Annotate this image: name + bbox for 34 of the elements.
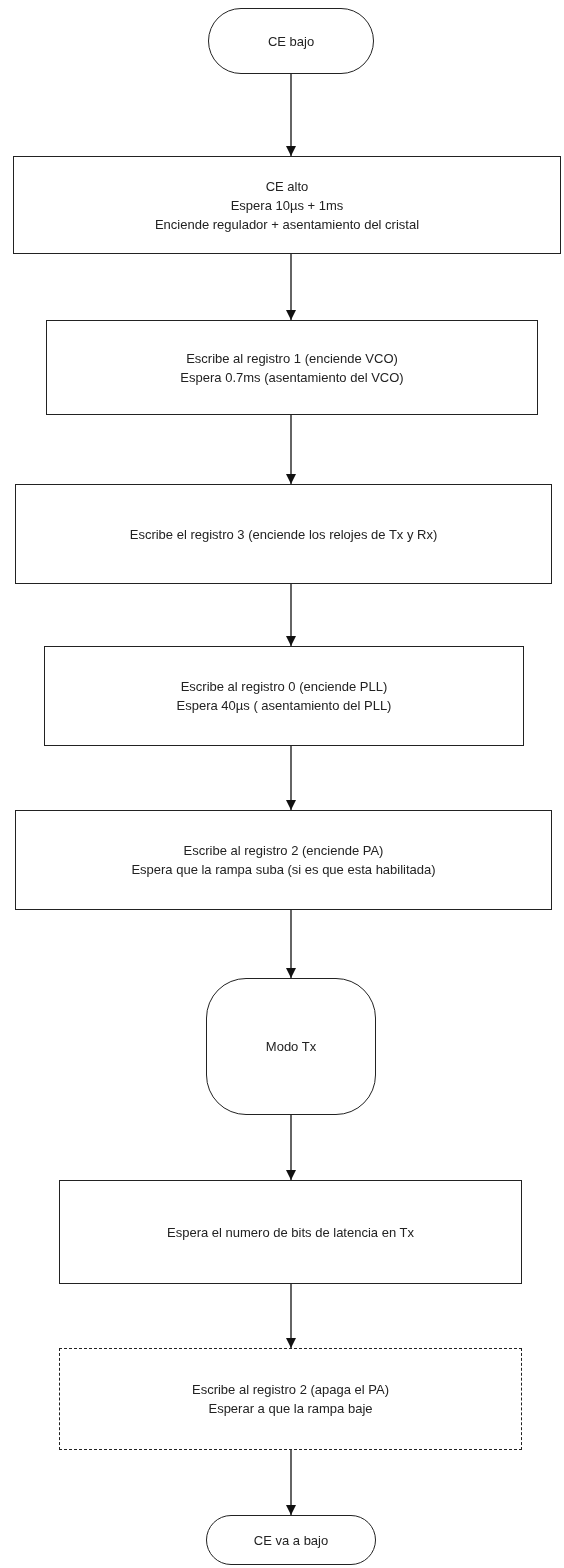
step-text: CE alto	[265, 177, 309, 196]
process-box	[44, 646, 524, 746]
step-text: Espera 0.7ms (asentamiento del VCO)	[180, 368, 404, 387]
arrow	[286, 1449, 296, 1516]
arrow	[286, 253, 296, 321]
process-box	[15, 484, 552, 584]
step-text: Escribe al registro 2 (enciende PA)	[183, 842, 384, 860]
step-text: CE va a bajo	[253, 1531, 329, 1550]
step-text: Escribe al registro 2 (apaga el PA)	[192, 1381, 389, 1399]
arrow	[286, 414, 296, 485]
step-text: Escribe al registro 1 (enciende VCO)	[186, 349, 398, 368]
arrow	[286, 909, 296, 979]
step-text: Escribe al registro 0 (enciende PLL)	[180, 678, 388, 696]
step-text: Enciende regulador + asentamiento del cristal	[154, 215, 420, 234]
terminator	[206, 1515, 376, 1565]
process-box	[59, 1180, 522, 1284]
step-text: CE bajo	[267, 32, 315, 51]
optional-process-box	[59, 1348, 522, 1450]
process-box	[46, 320, 538, 415]
arrow	[286, 1283, 296, 1349]
step-text: Escribe el registro 3 (enciende los relojes de Tx y Rx)	[129, 525, 438, 544]
arrow	[286, 583, 296, 647]
step-text: Espera 40µs ( asentamiento del PLL)	[176, 697, 392, 715]
rounded-state-box	[206, 978, 376, 1115]
step-text: Espera que la rampa suba (si es que esta habilitada)	[131, 861, 436, 879]
step-text: Modo Tx	[265, 1038, 317, 1056]
step-text: Esperar a que la rampa baje	[208, 1400, 373, 1418]
arrow	[286, 1114, 296, 1181]
process-box	[15, 810, 552, 910]
step-text: Espera 10µs + 1ms	[230, 196, 344, 215]
process-box	[13, 156, 561, 254]
arrow	[286, 73, 296, 157]
step-text: Espera el numero de bits de latencia en Tx	[167, 1223, 414, 1242]
arrow	[286, 745, 296, 811]
